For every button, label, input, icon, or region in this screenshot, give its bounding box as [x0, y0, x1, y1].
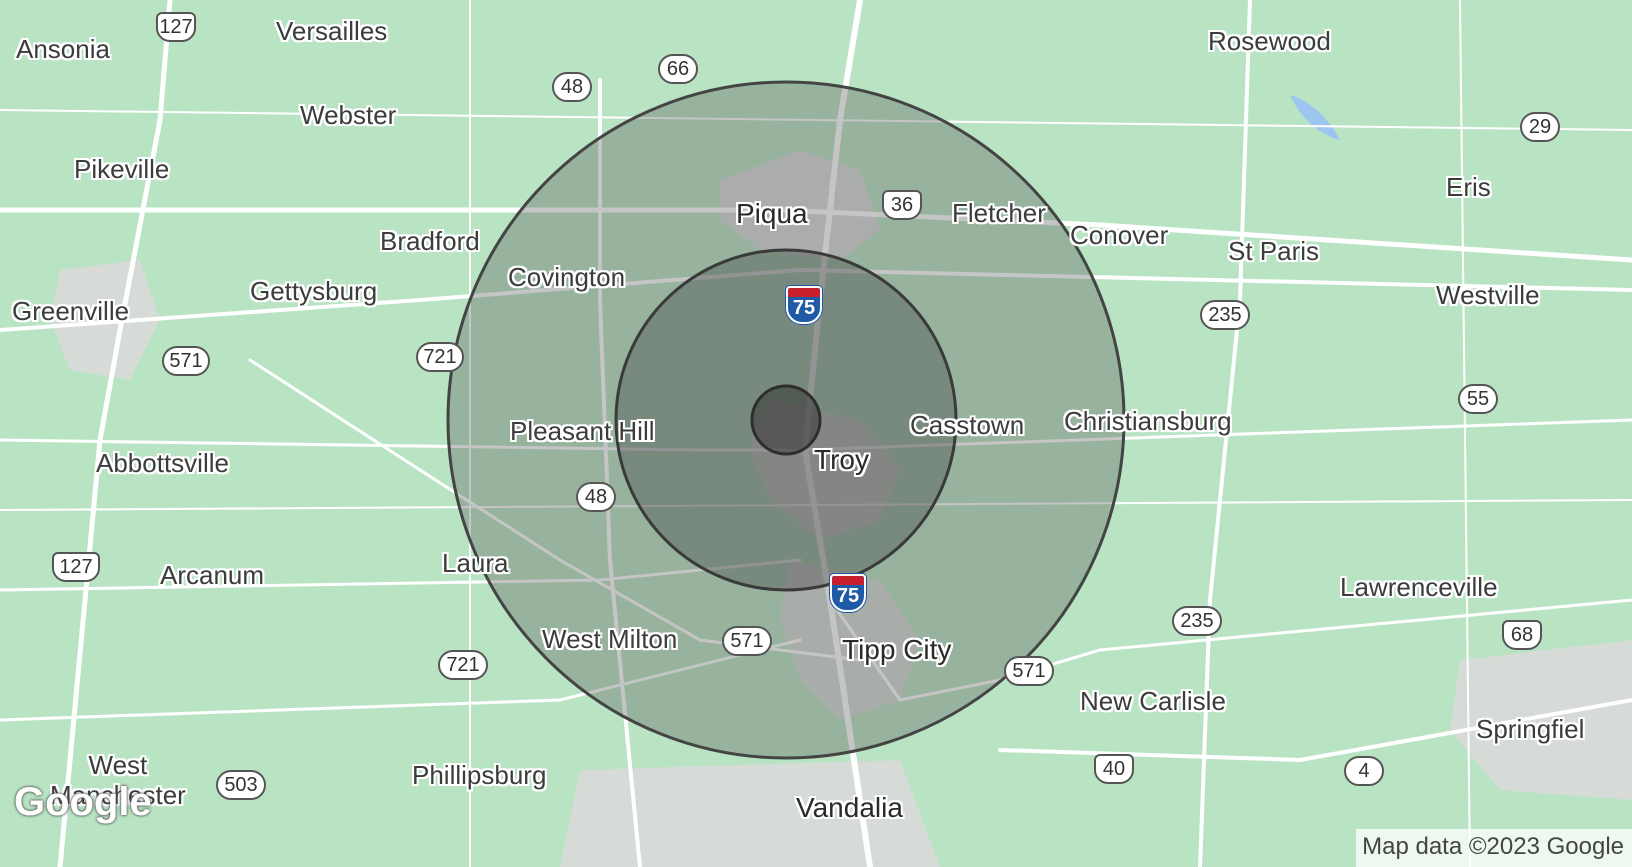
place-label-tipp-city: Tipp City: [842, 634, 952, 665]
route-shield-66: 66: [658, 54, 698, 84]
route-shield-235: 235: [1172, 606, 1222, 636]
place-label-bradford: Bradford: [380, 226, 480, 256]
place-label-abbottsville: Abbottsville: [96, 448, 229, 478]
route-shield-i-75: 75: [786, 286, 822, 324]
place-label-pikeville: Pikeville: [74, 154, 170, 184]
place-label-west-milton: West Milton: [542, 624, 678, 654]
place-label-new-carlisle: New Carlisle: [1080, 686, 1226, 716]
route-shield-571: 571: [162, 346, 210, 376]
inner-radius-ring: [750, 384, 822, 456]
route-shield-29: 29: [1520, 112, 1560, 142]
place-label-troy: Troy: [814, 444, 869, 475]
radius-rings[interactable]: [446, 80, 1126, 760]
place-label-conover: Conover: [1070, 220, 1169, 250]
place-label-versailles: Versailles: [276, 16, 388, 46]
place-label-phillipsburg: Phillipsburg: [412, 760, 547, 790]
place-label-vandalia: Vandalia: [796, 792, 903, 823]
route-shield-571: 571: [1004, 656, 1054, 686]
route-shield-us-127: 127: [52, 552, 100, 582]
route-shield-us-127: 127: [156, 12, 196, 42]
place-label-fletcher: Fletcher: [952, 198, 1046, 228]
route-shield-us-40: 40: [1094, 754, 1134, 784]
place-label-ansonia: Ansonia: [16, 34, 110, 64]
place-label-gettysburg: Gettysburg: [250, 276, 378, 306]
route-shield-721: 721: [416, 342, 464, 372]
route-shield-4: 4: [1344, 756, 1384, 786]
google-logo[interactable]: Google: [14, 780, 152, 824]
route-shield-55: 55: [1458, 384, 1498, 414]
place-label-lawrenceville: Lawrenceville: [1340, 572, 1498, 602]
route-shield-235: 235: [1200, 300, 1250, 330]
place-label-westville: Westville: [1436, 280, 1540, 310]
place-label-webster: Webster: [300, 100, 397, 130]
place-label-st-paris: St Paris: [1228, 236, 1320, 266]
route-shield-721: 721: [438, 650, 488, 680]
map-attribution[interactable]: Map data ©2023 Google: [1356, 829, 1632, 867]
place-label-springfield: Springfiel: [1476, 714, 1585, 744]
route-shield-48: 48: [576, 482, 616, 512]
route-shield-571: 571: [722, 626, 772, 656]
place-label-christiansburg: Christiansburg: [1064, 406, 1232, 436]
place-label-west-manchester: West Manchester: [50, 750, 186, 810]
place-label-pleasant-hill: Pleasant Hill: [510, 416, 655, 446]
route-shield-48: 48: [552, 72, 592, 102]
water-features: [1290, 95, 1340, 140]
place-label-laura: Laura: [442, 548, 509, 578]
place-label-covington: Covington: [508, 262, 626, 292]
place-label-rosewood: Rosewood: [1208, 26, 1331, 56]
route-shield-503: 503: [216, 770, 266, 800]
place-label-eris: Eris: [1446, 172, 1491, 202]
place-label-arcanum: Arcanum: [160, 560, 265, 590]
place-label-greenville: Greenville: [12, 296, 130, 326]
route-shield-i-75: 75: [830, 574, 866, 612]
route-shield-us-36: 36: [882, 190, 922, 220]
place-label-piqua: Piqua: [736, 198, 808, 229]
route-shield-us-68: 68: [1502, 620, 1542, 650]
place-label-casstown: Casstown: [910, 410, 1025, 440]
